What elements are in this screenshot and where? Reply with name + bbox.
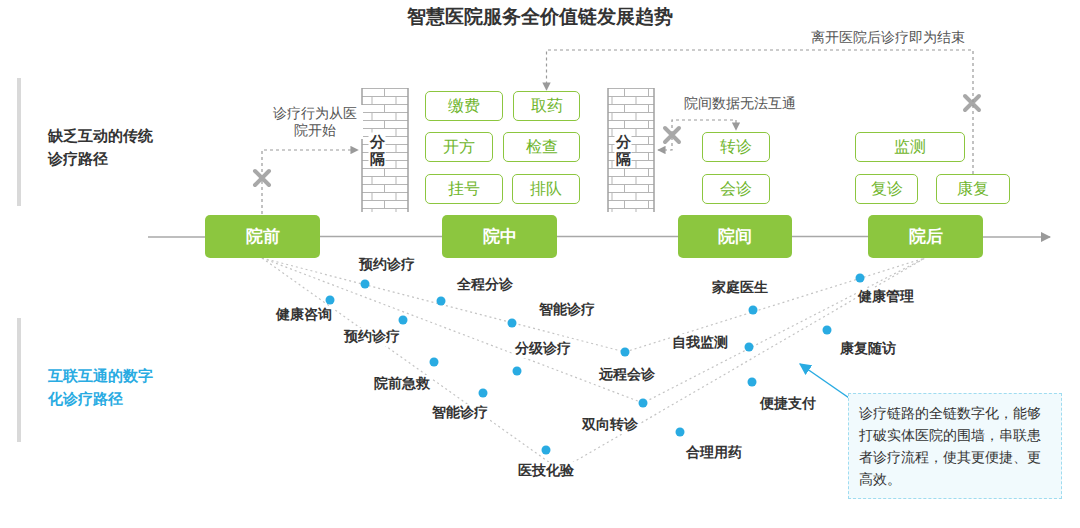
node-text: 复诊 xyxy=(871,179,903,200)
drawing-circle xyxy=(621,348,630,357)
service-label: 分级诊疗 xyxy=(513,340,573,358)
node-text: 监测 xyxy=(894,137,926,158)
drawing-line xyxy=(983,236,1050,238)
node-text: 康复 xyxy=(957,179,989,200)
drawing-circle xyxy=(745,343,754,352)
service-label: 自我监测 xyxy=(670,334,730,352)
step-box: 排队 xyxy=(512,174,580,204)
diagram-title: 智慧医院服务全价值链发展趋势 xyxy=(0,4,1080,30)
node-text: 挂号 xyxy=(448,179,480,200)
service-label: 家庭医生 xyxy=(710,279,770,297)
node-text: 排队 xyxy=(530,179,562,200)
service-label: 健康咨询 xyxy=(274,306,334,324)
drawing-path xyxy=(665,128,679,142)
stage-box: 院中 xyxy=(442,215,557,258)
callout-box: 诊疗链路的全链数字化，能够打破实体医院的围墙，串联患者诊疗流程，使其更便捷、更高… xyxy=(848,393,1062,499)
step-box: 挂号 xyxy=(425,174,503,204)
annotation: 诊疗行为从医院开始 xyxy=(267,105,363,139)
dashed-arrow xyxy=(547,50,974,174)
service-label: 预约诊疗 xyxy=(357,256,417,274)
drawing-path xyxy=(255,171,269,185)
node-text: 院前 xyxy=(246,225,280,248)
drawing-circle xyxy=(326,296,335,305)
drawing-circle xyxy=(542,446,551,455)
node-text: 转诊 xyxy=(720,137,752,158)
service-label: 便捷支付 xyxy=(758,395,818,413)
step-box: 转诊 xyxy=(702,132,770,162)
node-text: 取药 xyxy=(531,96,563,117)
service-label: 健康管理 xyxy=(856,288,916,306)
drawing-line xyxy=(653,88,655,212)
timeline-segment xyxy=(320,236,442,238)
node-text: 院中 xyxy=(483,225,517,248)
service-label: 医技化验 xyxy=(516,462,576,480)
drawing-rect xyxy=(608,88,654,212)
step-box: 缴费 xyxy=(425,91,503,121)
drawing-circle xyxy=(508,319,517,328)
drawing-g xyxy=(262,258,925,470)
drawing-circle xyxy=(479,389,488,398)
drawing-line xyxy=(148,236,205,238)
service-label: 合理用药 xyxy=(684,444,744,462)
drawing-circle xyxy=(361,280,370,289)
drawing-circle xyxy=(823,326,832,335)
path-label: 互联互通的数字化诊疗路径 xyxy=(48,364,160,410)
drawing-line xyxy=(607,88,609,212)
drawing-g xyxy=(255,96,979,185)
drawing-g xyxy=(326,274,865,455)
node-text: 会诊 xyxy=(720,179,752,200)
node-text: 院间 xyxy=(718,225,752,248)
step-box: 复诊 xyxy=(855,174,918,204)
stage-box: 院后 xyxy=(868,215,983,258)
drawing-circle xyxy=(399,316,408,325)
drawing-circle xyxy=(749,306,758,315)
timeline-segment xyxy=(557,236,678,238)
service-label: 智能诊疗 xyxy=(430,404,490,422)
drawing-circle xyxy=(856,274,865,283)
drawing-rect xyxy=(17,78,21,206)
node-text: 检查 xyxy=(526,137,558,158)
annotation: 院间数据无法互通 xyxy=(682,95,798,113)
drawing-circle xyxy=(430,358,439,367)
service-label: 智能诊疗 xyxy=(537,301,597,319)
service-label: 远程会诊 xyxy=(597,366,657,384)
path-label: 缺乏互动的传统诊疗路径 xyxy=(48,124,160,170)
drawing-path xyxy=(262,150,358,214)
edge-label: 离开医院后诊疗即为结束 xyxy=(808,29,968,47)
wall-label: 分隔 xyxy=(615,133,632,168)
drawing-line xyxy=(407,88,409,212)
step-box: 会诊 xyxy=(702,174,770,204)
service-label: 康复随访 xyxy=(838,340,898,358)
step-box: 监测 xyxy=(855,132,965,162)
stage-box: 院前 xyxy=(205,215,320,258)
step-box: 取药 xyxy=(513,91,580,121)
service-label: 全程分诊 xyxy=(455,276,515,294)
service-label: 预约诊疗 xyxy=(342,328,402,346)
drawing-circle xyxy=(676,428,685,437)
node-text: 院后 xyxy=(909,225,943,248)
drawing-polyline xyxy=(262,258,925,470)
service-label: 双向转诊 xyxy=(580,416,640,434)
timeline-segment xyxy=(792,236,868,238)
step-box: 开方 xyxy=(425,132,493,162)
step-box: 康复 xyxy=(936,174,1010,204)
drawing-path xyxy=(965,96,979,110)
service-label: 院前急救 xyxy=(372,375,432,393)
drawing-circle xyxy=(513,367,522,376)
drawing-rect xyxy=(362,88,408,212)
node-text: 诊疗链路的全链数字化，能够打破实体医院的围墙，串联患者诊疗流程，使其更便捷、更高… xyxy=(859,402,1051,490)
node-text: 开方 xyxy=(443,137,475,158)
drawing-circle xyxy=(748,378,757,387)
node-text: 缴费 xyxy=(448,96,480,117)
drawing-polyline xyxy=(262,258,925,403)
wall-label: 分隔 xyxy=(369,133,386,168)
stage-box: 院间 xyxy=(678,215,792,258)
drawing-circle xyxy=(437,297,446,306)
step-box: 检查 xyxy=(503,132,580,162)
drawing-rect xyxy=(17,318,21,442)
drawing-circle xyxy=(639,399,648,408)
